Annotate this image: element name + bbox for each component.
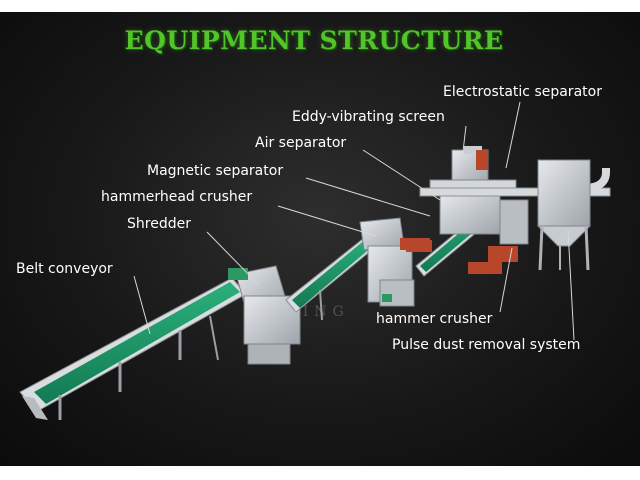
watermark-logo: DOING <box>268 304 350 320</box>
label-electrostatic-separator: Electrostatic separator <box>443 84 602 100</box>
middle-conveyor <box>285 229 385 321</box>
label-shredder: Shredder <box>127 216 191 232</box>
label-hammerhead-crusher: hammerhead crusher <box>101 189 253 205</box>
label-pulse-dust-removal-system: Pulse dust removal system <box>392 337 581 353</box>
diagram-title: EQUIPMENT STRUCTURE <box>124 26 504 55</box>
pulse-dust-removal-system <box>536 159 592 271</box>
label-magnetic-separator: Magnetic separator <box>147 163 284 179</box>
separator-tower <box>400 146 529 274</box>
leader-lines <box>133 101 575 341</box>
hammer-crusher <box>379 279 415 307</box>
label-belt-conveyor: Belt conveyor <box>16 261 113 277</box>
belt-conveyor <box>19 277 247 420</box>
dark-background <box>0 12 640 466</box>
label-air-separator: Air separator <box>255 135 347 151</box>
label-hammer-crusher: hammer crusher <box>376 311 493 327</box>
label-eddy-vibrating-screen: Eddy-vibrating screen <box>292 109 445 125</box>
